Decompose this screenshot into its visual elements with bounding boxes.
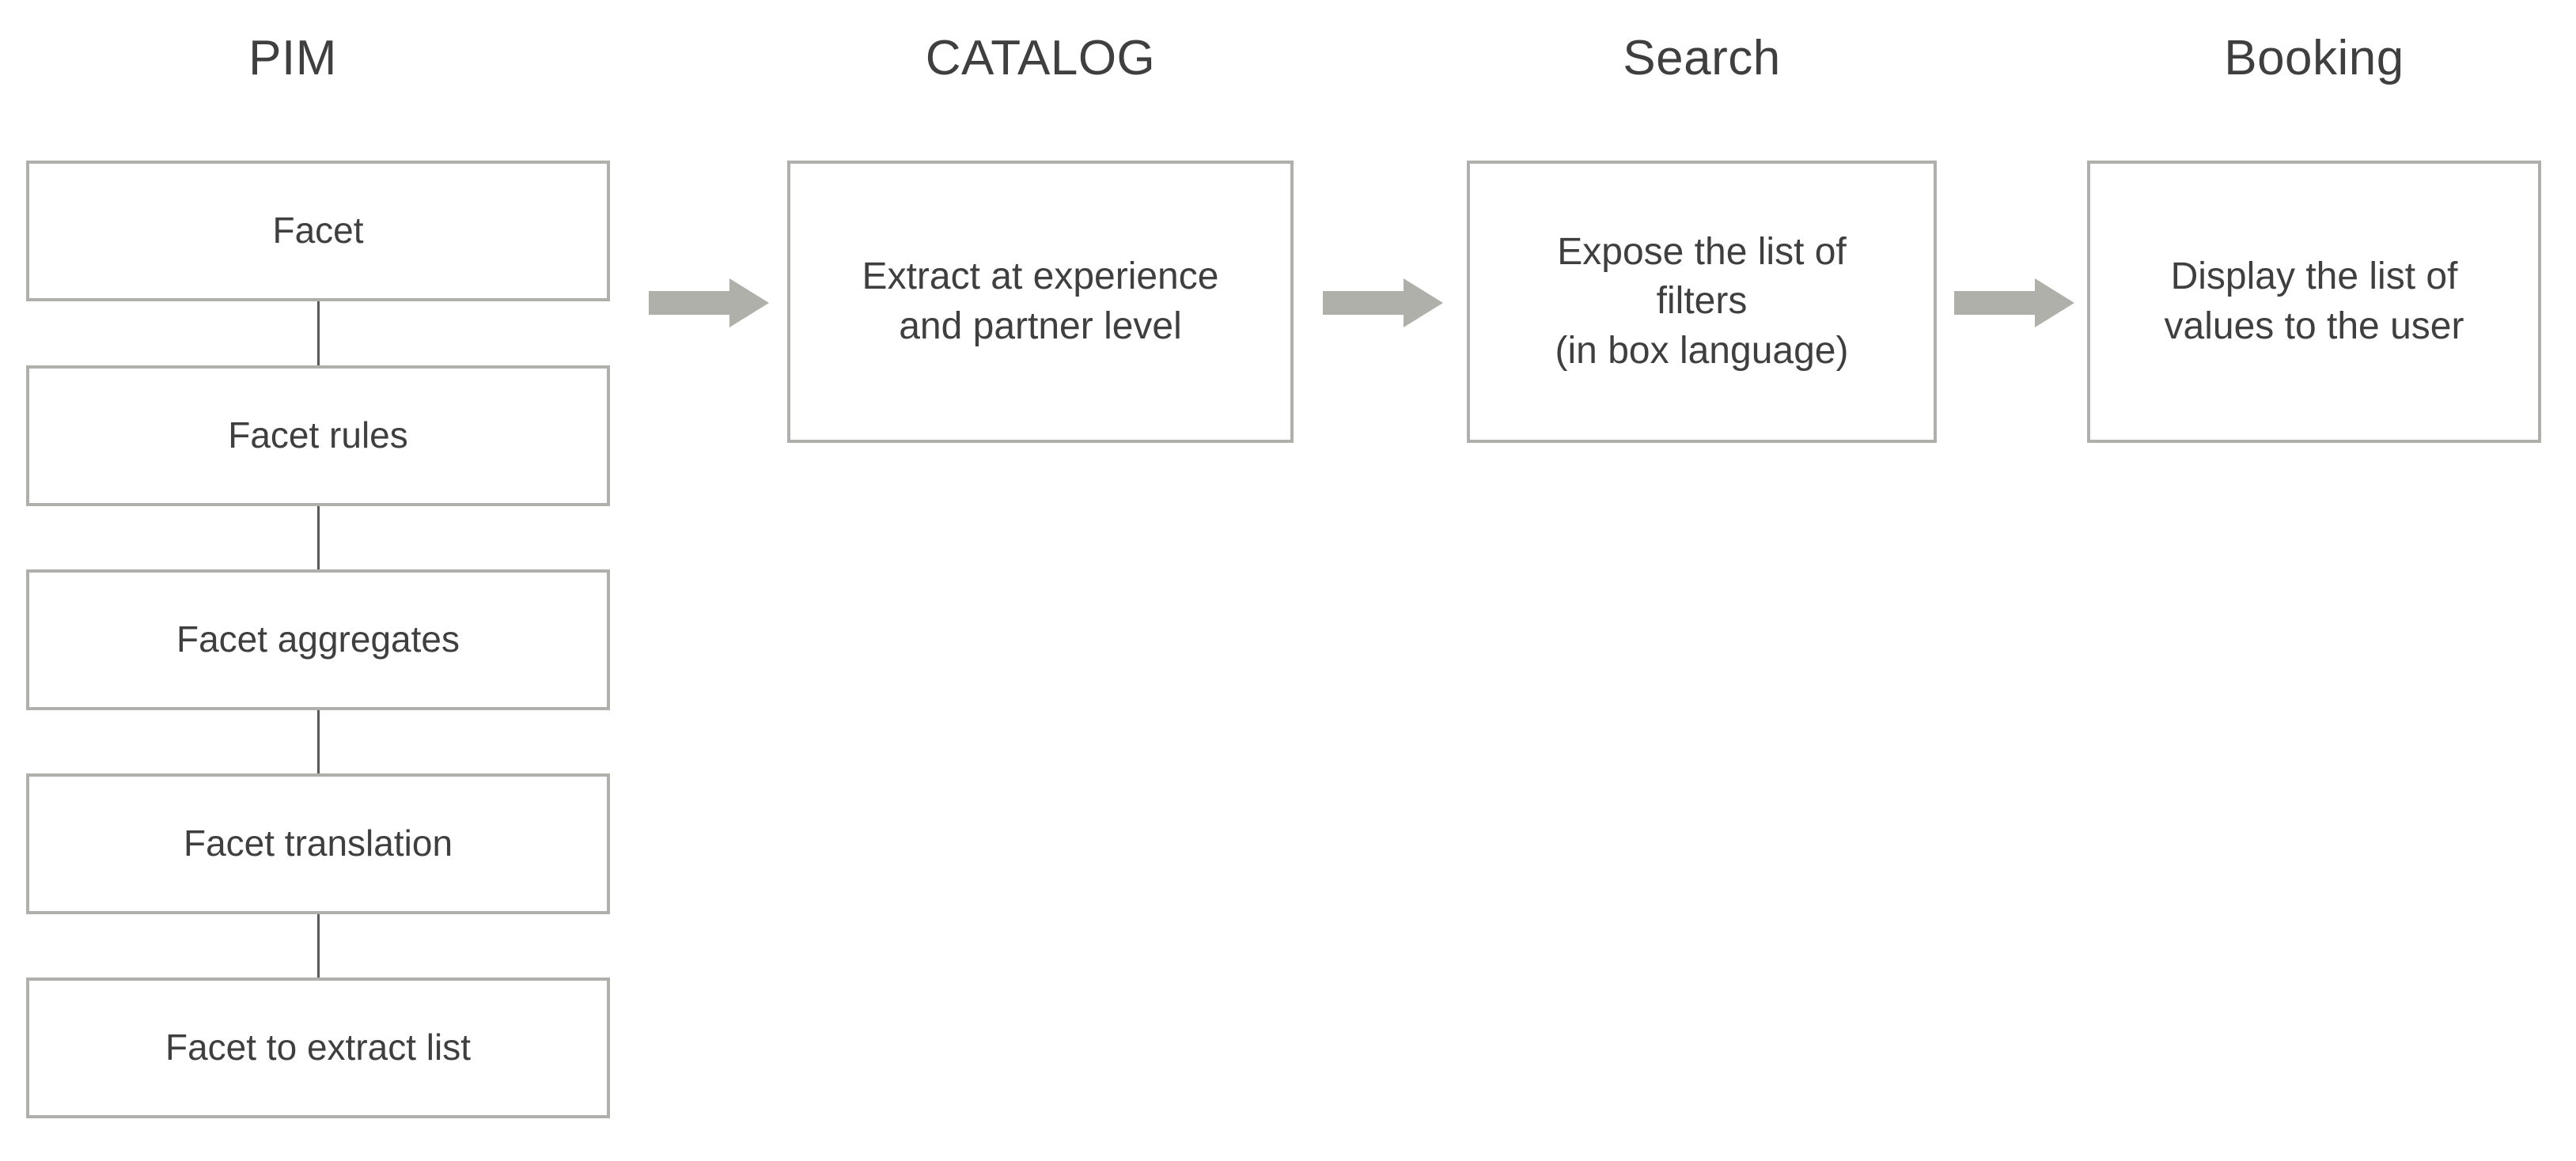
right-arrow-icon [1323, 278, 1443, 327]
process-box-facet-aggregates[interactable]: Facet aggregates [26, 569, 610, 710]
process-box-label: Facet to extract list [165, 1027, 471, 1068]
process-box-facet-to-extract-list[interactable]: Facet to extract list [26, 978, 610, 1118]
process-box-facet[interactable]: Facet [26, 161, 610, 301]
connector-facet-rules-to-facet-aggregates [317, 506, 320, 569]
right-arrow-icon [1954, 278, 2074, 327]
process-box-label: Extract at experience and partner level [862, 255, 1219, 347]
connector-facet-translation-to-facet-to-extract-list [317, 914, 320, 978]
process-box-label: Display the list of values to the user [2164, 255, 2464, 347]
column-title-booking: Booking [2224, 31, 2404, 85]
process-box-label: Facet translation [183, 823, 453, 864]
column-title-search: Search [1623, 31, 1781, 85]
process-box-label: Expose the list of filters (in box langu… [1555, 230, 1849, 372]
process-box-expose-the-list-of-filters[interactable]: Expose the list of filters (in box langu… [1467, 161, 1937, 443]
right-arrow-icon [649, 278, 769, 327]
process-box-facet-translation[interactable]: Facet translation [26, 773, 610, 914]
process-box-label: Facet aggregates [176, 618, 460, 660]
connector-facet-aggregates-to-facet-translation [317, 710, 320, 773]
connector-facet-to-facet-rules [317, 301, 320, 365]
process-box-facet-rules[interactable]: Facet rules [26, 365, 610, 506]
process-box-label: Facet [272, 210, 364, 251]
column-title-catalog: CATALOG [925, 31, 1156, 85]
arrow-catalog-to-search [1323, 278, 1443, 327]
arrow-pim-to-catalog [649, 278, 769, 327]
process-box-extract-at-experience-and-partner-level[interactable]: Extract at experience and partner level [787, 161, 1294, 443]
column-title-pim: PIM [248, 31, 337, 85]
process-box-display-the-list-of-values-to-the-user[interactable]: Display the list of values to the user [2087, 161, 2541, 443]
arrow-search-to-booking [1954, 278, 2074, 327]
process-box-label: Facet rules [228, 414, 408, 456]
